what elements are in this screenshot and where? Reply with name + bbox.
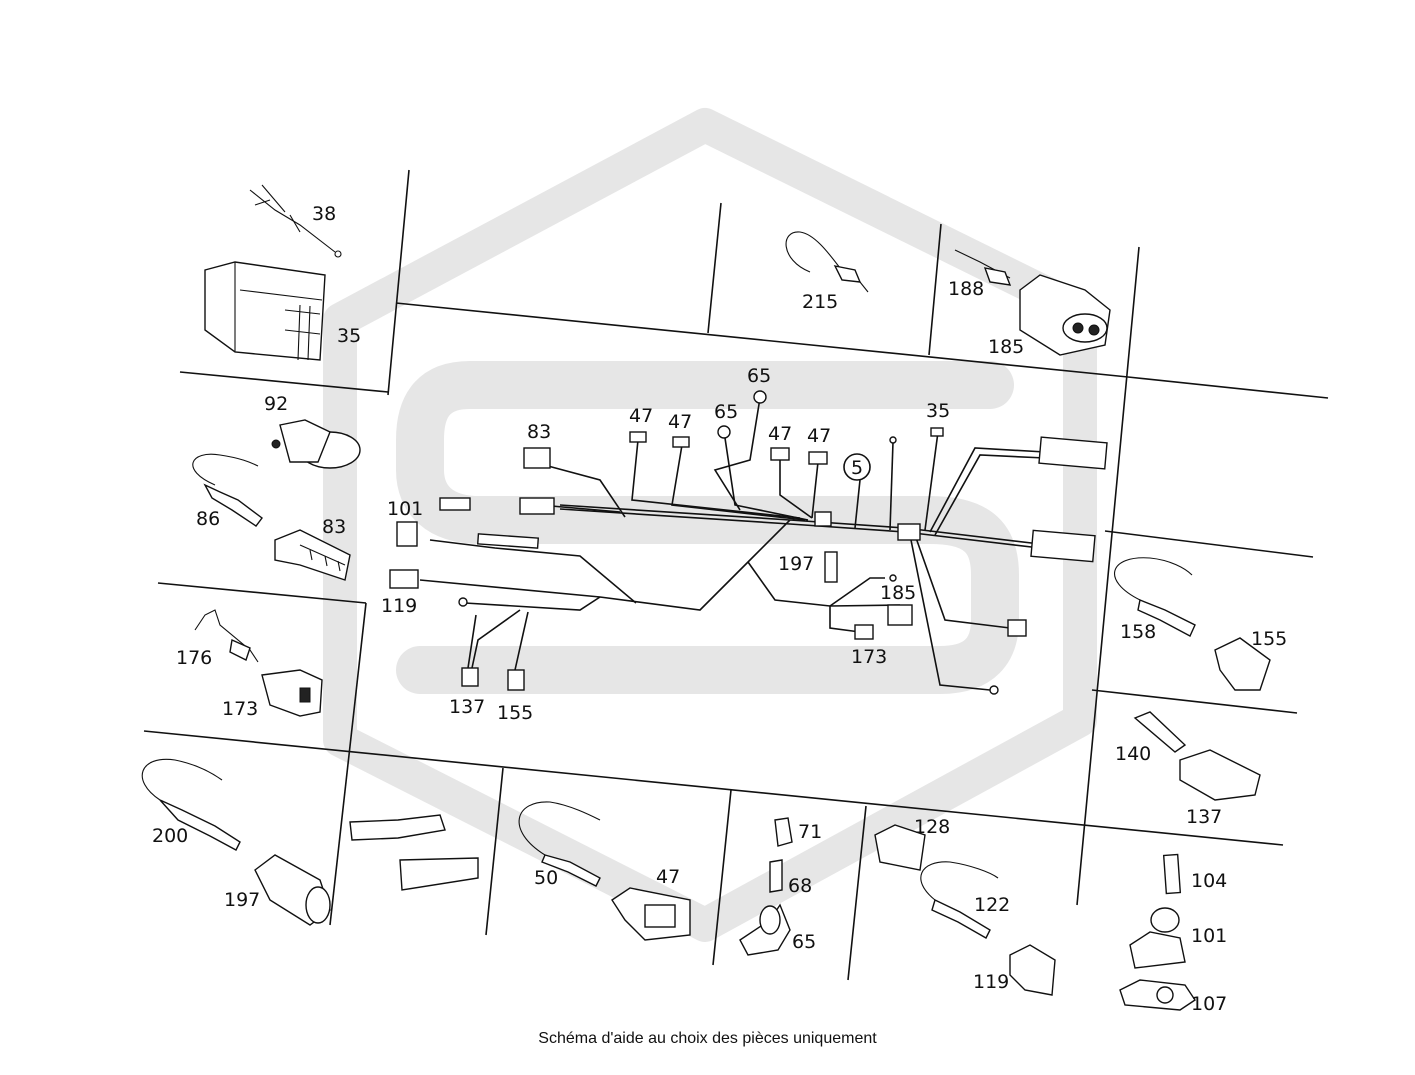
part-label: 173: [222, 698, 258, 720]
part-label: 38: [312, 203, 336, 225]
harness-label: 47: [629, 405, 653, 427]
part-label: 215: [802, 291, 838, 313]
part-label: 47: [656, 866, 680, 888]
part-label: 185: [988, 336, 1024, 358]
harness-label: 47: [807, 425, 831, 447]
part-label: 65: [792, 931, 816, 953]
part-label: 122: [974, 894, 1010, 916]
part-label: 92: [264, 393, 288, 415]
part-label: 176: [176, 647, 212, 669]
harness-label: 35: [926, 400, 950, 422]
panel-grid: [143, 169, 1329, 981]
part-label: 137: [1186, 806, 1222, 828]
harness-label: 119: [381, 595, 417, 617]
harness-labels: 83 47 47 65 65 47 47 35 101 119 197 185 …: [381, 365, 950, 724]
part-label: 188: [948, 278, 984, 300]
part-labels: 38 35 92 86 83 176 173 200 197 50 47 71 …: [152, 203, 1287, 1015]
part-label: 158: [1120, 621, 1156, 643]
harness-label: 65: [747, 365, 771, 387]
main-harness-callout: 5: [851, 457, 863, 479]
harness-label: 47: [768, 423, 792, 445]
wiring-harness: [389, 390, 1108, 695]
harness-label: 101: [387, 498, 423, 520]
watermark-logo: [323, 108, 1097, 942]
part-label: 35: [337, 325, 361, 347]
part-sketches: [141, 184, 1271, 1011]
part-label: 197: [224, 889, 260, 911]
part-label: 50: [534, 867, 558, 889]
part-label: 140: [1115, 743, 1151, 765]
harness-label: 65: [714, 401, 738, 423]
harness-label: 83: [527, 421, 551, 443]
harness-label: 173: [851, 646, 887, 668]
part-label: 101: [1191, 925, 1227, 947]
part-label: 200: [152, 825, 188, 847]
part-label: 155: [1251, 628, 1287, 650]
harness-label: 47: [668, 411, 692, 433]
part-label: 86: [196, 508, 220, 530]
harness-label: 185: [880, 582, 916, 604]
part-label: 68: [788, 875, 812, 897]
part-label: 128: [914, 816, 950, 838]
harness-label: 197: [778, 553, 814, 575]
diagram-caption: Schéma d'aide au choix des pièces unique…: [538, 1030, 877, 1047]
part-label: 71: [798, 821, 822, 843]
part-label: 119: [973, 971, 1009, 993]
part-label: 107: [1191, 993, 1227, 1015]
part-label: 83: [322, 516, 346, 538]
part-label: 104: [1191, 870, 1227, 892]
harness-label: 137: [449, 696, 485, 718]
harness-label: 155: [497, 702, 533, 724]
